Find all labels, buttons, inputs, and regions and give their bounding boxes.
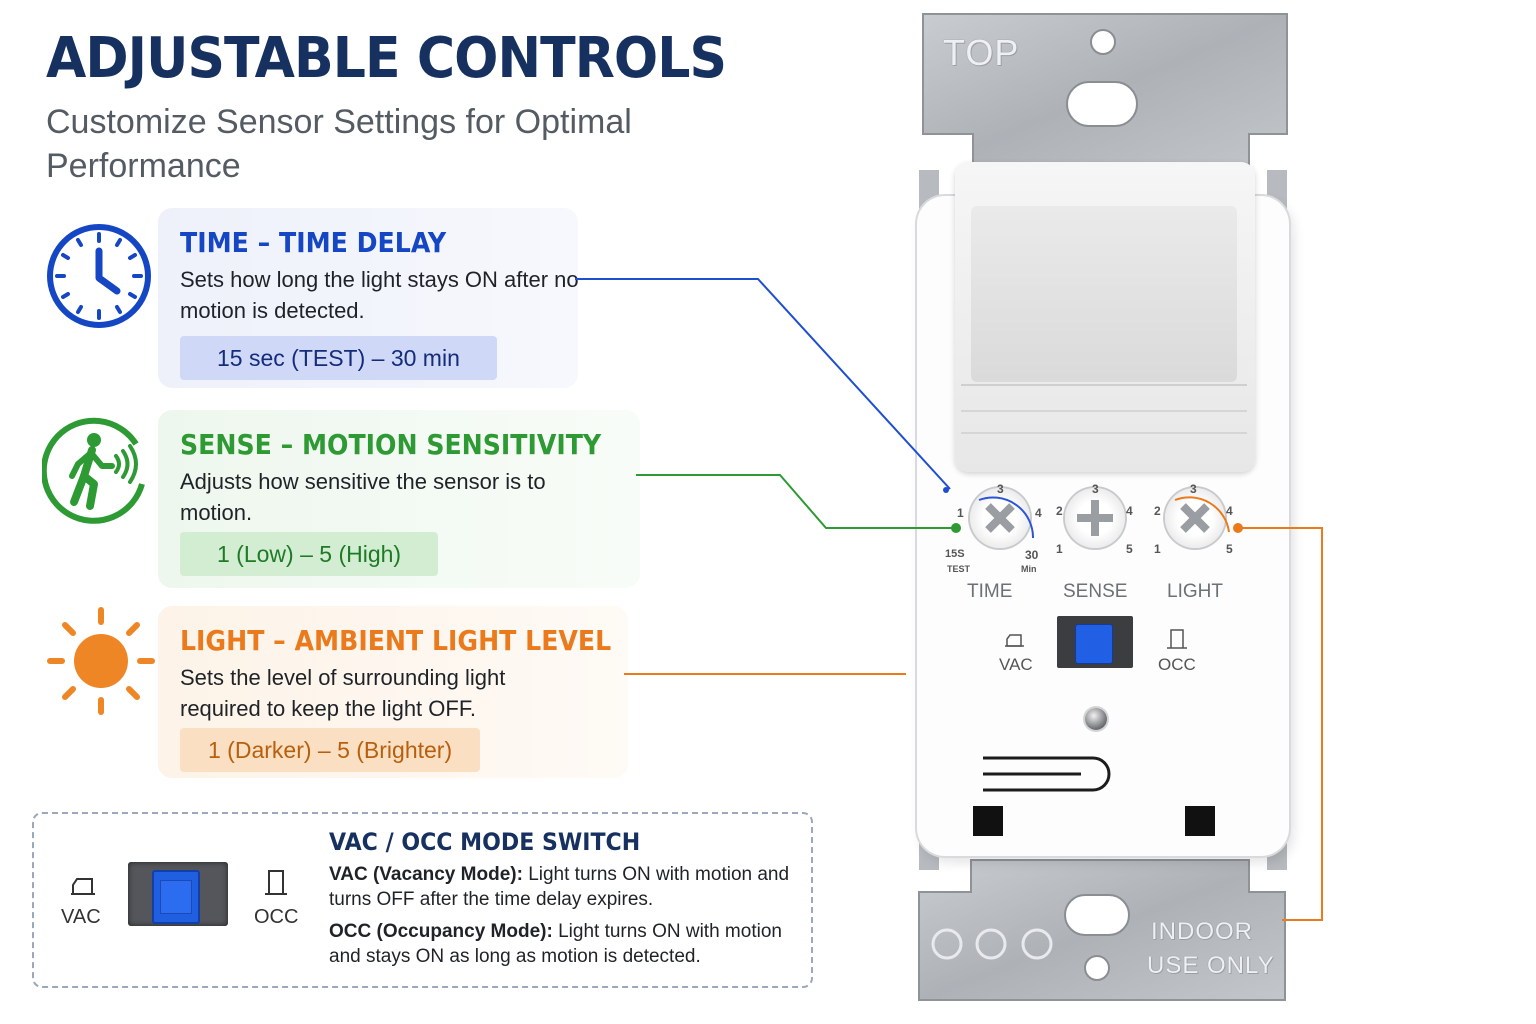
sense-dial-3: 3 <box>1092 482 1099 496</box>
time-range-badge: 15 sec (TEST) – 30 min <box>180 336 497 380</box>
light-dial-3: 3 <box>1190 482 1197 496</box>
terminal-slot-left <box>973 806 1003 836</box>
terminal-slot-right <box>1185 806 1215 836</box>
pir-lens <box>971 206 1237 382</box>
lens-housing <box>955 162 1255 472</box>
vac-description-text: Light turns ON with motion and turns OFF… <box>329 864 790 910</box>
page-title: ADJUSTABLE CONTROLS <box>46 26 727 91</box>
vac-switch-icon <box>71 878 95 895</box>
light-dial-2: 2 <box>1154 504 1161 518</box>
clip-slot <box>983 756 1111 792</box>
light-dial-1: 1 <box>1154 542 1161 556</box>
sense-dial-label: SENSE <box>1063 581 1128 602</box>
time-dial-1: 1 <box>957 506 964 520</box>
sense-card: SENSE – MOTION SENSITIVITY Adjusts how s… <box>158 410 640 588</box>
sun-icon <box>47 607 155 715</box>
vac-label: VAC <box>61 906 101 928</box>
occ-description: OCC (Occupancy Mode): Light turns ON wit… <box>329 919 804 969</box>
device-switch-knob[interactable] <box>1075 624 1113 664</box>
indoor-marking: INDOOR <box>1151 918 1253 945</box>
status-led <box>1085 708 1107 730</box>
walking-person-icon <box>42 417 145 524</box>
device-occ-icon <box>1167 629 1187 649</box>
light-dial-5: 5 <box>1226 542 1233 556</box>
occ-switch-icon <box>265 870 287 895</box>
time-dial-low: 15S <box>945 548 965 560</box>
sense-dial-2: 2 <box>1056 504 1063 518</box>
time-dial-label: TIME <box>967 581 1013 602</box>
dial-rings <box>978 496 1230 539</box>
time-dial-high: 30 <box>1025 548 1039 562</box>
device-occ-label: OCC <box>1158 655 1196 674</box>
occ-description-text: Light turns ON with motion and stays ON … <box>329 921 782 967</box>
time-card: TIME – TIME DELAY Sets how long the ligh… <box>158 208 579 388</box>
sense-dial-5: 5 <box>1126 542 1133 556</box>
mode-switch-graphic <box>128 862 228 926</box>
time-card-title: TIME – TIME DELAY <box>180 226 447 259</box>
use-only-marking: USE ONLY <box>1147 952 1275 979</box>
light-dial-label: LIGHT <box>1167 581 1223 602</box>
sense-range-badge: 1 (Low) – 5 (High) <box>180 532 439 576</box>
clock-icon <box>47 224 151 328</box>
time-dial-4: 4 <box>1035 506 1042 520</box>
switch-knob <box>152 870 200 924</box>
light-card: LIGHT – AMBIENT LIGHT LEVEL Sets the lev… <box>158 606 628 778</box>
sense-dial-4: 4 <box>1126 504 1133 518</box>
sensor-switch-device: TOP INDOOR USE ONLY 3 4 1 15S TEST 30 Mi… <box>915 0 1295 1024</box>
light-card-title: LIGHT – AMBIENT LIGHT LEVEL <box>180 624 612 657</box>
mode-switch-title: VAC / OCC MODE SWITCH <box>329 828 641 856</box>
device-vac-icon <box>1005 634 1024 647</box>
light-range-badge: 1 (Darker) – 5 (Brighter) <box>180 728 481 772</box>
device-mode-switch[interactable] <box>1057 616 1133 668</box>
vac-description: VAC (Vacancy Mode): Light turns ON with … <box>329 862 809 912</box>
time-card-description: Sets how long the light stays ON after n… <box>180 267 579 323</box>
device-vac-label: VAC <box>999 655 1033 674</box>
time-dial-high-sub: Min <box>1021 564 1037 574</box>
top-marking: TOP <box>943 32 1020 73</box>
occ-description-bold: OCC (Occupancy Mode): <box>329 921 553 942</box>
light-card-description: Sets the level of surrounding light requ… <box>180 665 506 721</box>
time-dial-3: 3 <box>997 482 1004 496</box>
sense-dial-1: 1 <box>1056 542 1063 556</box>
sense-card-title: SENSE – MOTION SENSITIVITY <box>180 428 602 461</box>
sense-dial[interactable] <box>1065 488 1125 548</box>
vac-description-bold: VAC (Vacancy Mode): <box>329 864 523 885</box>
light-dial-4: 4 <box>1226 504 1233 518</box>
mode-switch-box: VAC OCC VAC / OCC MODE SWITCH VAC (Vacan… <box>32 812 813 988</box>
page-subtitle: Customize Sensor Settings for Optimal Pe… <box>46 103 632 185</box>
occ-label: OCC <box>254 906 299 928</box>
sense-card-description: Adjusts how sensitive the sensor is to m… <box>180 469 546 525</box>
time-dial-low-sub: TEST <box>947 564 971 574</box>
